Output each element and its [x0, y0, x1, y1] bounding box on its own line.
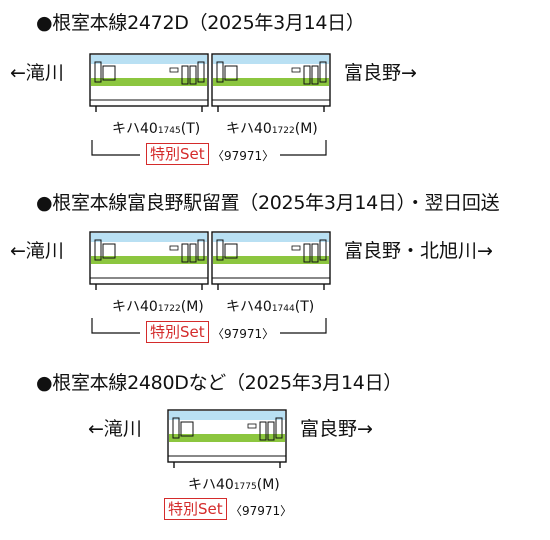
railcar-kiha40-1745	[89, 53, 209, 113]
car-role: (M)	[180, 299, 204, 315]
direction-right: 富良野→	[300, 418, 373, 440]
car-label: キハ401722(M)	[226, 118, 318, 138]
car-label: キハ401775(M)	[188, 474, 280, 494]
direction-left: ←滝川	[10, 62, 64, 84]
railcar-kiha40-1722	[211, 53, 331, 113]
car-label: キハ401744(T)	[226, 296, 314, 316]
car-number: 1775	[233, 482, 257, 492]
special-set-label: 特別Set	[164, 498, 227, 520]
set-bracket	[91, 140, 327, 156]
car-number: 1744	[271, 304, 295, 314]
car-role: (M)	[256, 477, 280, 493]
car-number: 1722	[271, 126, 295, 136]
formation-title: ●根室本線2472D（2025年3月14日）	[36, 12, 365, 34]
car-model: キハ40	[226, 299, 272, 315]
car-role: (T)	[180, 121, 201, 137]
car-model: キハ40	[112, 121, 158, 137]
set-number: 〈97971〉	[230, 504, 293, 518]
special-set-label: 特別Set	[146, 143, 209, 165]
formation-title: ●根室本線富良野駅留置（2025年3月14日）・翌日回送	[36, 192, 500, 214]
car-number: 1722	[157, 304, 181, 314]
railcar-kiha40-1744	[211, 231, 331, 291]
car-label: キハ401745(T)	[112, 118, 200, 138]
car-model: キハ40	[226, 121, 272, 137]
railcar-kiha40-1775	[167, 409, 287, 469]
direction-left: ←滝川	[88, 418, 142, 440]
direction-right: 富良野・北旭川→	[344, 240, 493, 262]
direction-right: 富良野→	[344, 62, 417, 84]
set-bracket	[91, 318, 327, 334]
special-set-label: 特別Set	[146, 321, 209, 343]
car-label: キハ401722(M)	[112, 296, 204, 316]
formation-title: ●根室本線2480Dなど（2025年3月14日）	[36, 372, 402, 394]
railcar-kiha40-1722	[89, 231, 209, 291]
car-role: (T)	[294, 299, 315, 315]
direction-left: ←滝川	[10, 240, 64, 262]
set-number: 〈97971〉	[212, 149, 275, 163]
set-number: 〈97971〉	[212, 327, 275, 341]
car-role: (M)	[294, 121, 318, 137]
car-number: 1745	[157, 126, 181, 136]
car-model: キハ40	[112, 299, 158, 315]
car-model: キハ40	[188, 477, 234, 493]
